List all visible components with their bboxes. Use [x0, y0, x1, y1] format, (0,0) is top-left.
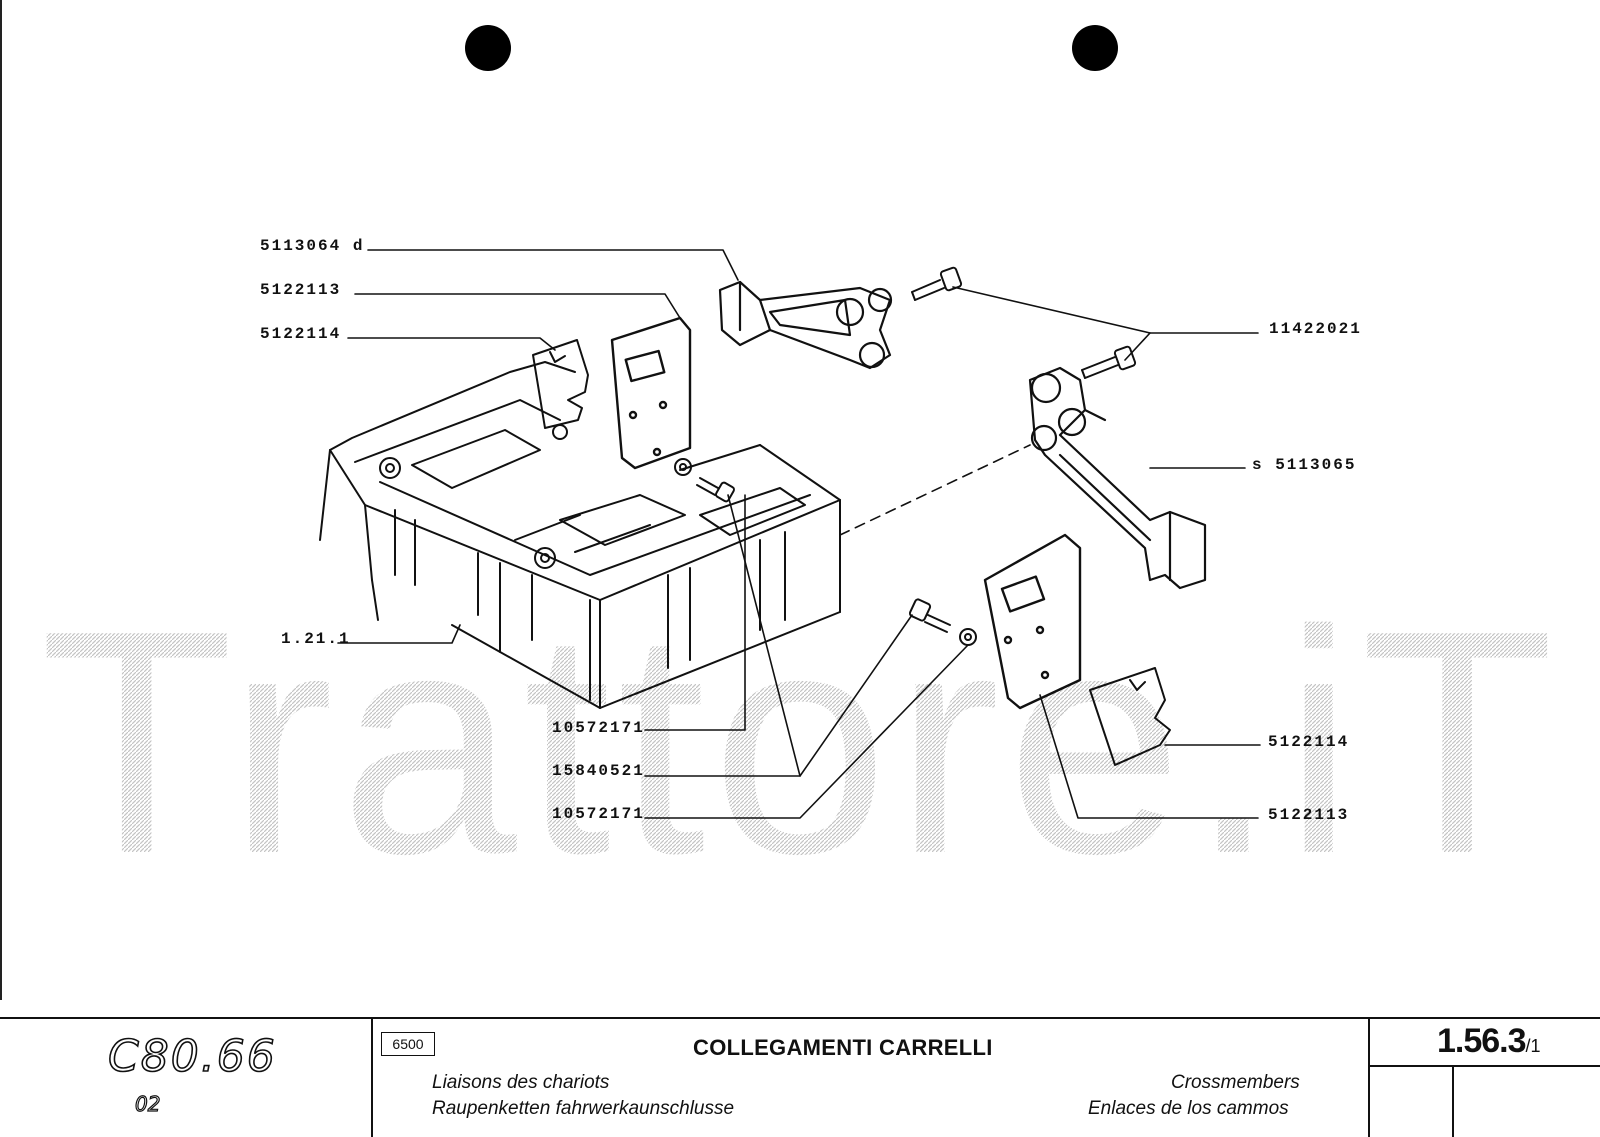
subtitle-fr: Liaisons des chariots — [432, 1072, 610, 1093]
page-ref-sub: /1 — [1525, 1036, 1541, 1056]
bolt-left — [696, 477, 735, 503]
plate-left — [610, 316, 692, 470]
bolt-upper — [911, 266, 963, 301]
bracket-left — [718, 280, 893, 370]
washer-left — [674, 458, 692, 476]
left-margin-rule — [0, 0, 2, 1000]
page-reference: 1.56.3/1 — [1437, 1022, 1541, 1061]
page-ref-box-divider — [1452, 1066, 1454, 1137]
subtitle-de: Raupenketten fahrwerkaunschlusse — [432, 1098, 735, 1119]
bracket-right — [1028, 366, 1207, 590]
footer-top-rule — [0, 1017, 1600, 1019]
callout-bracket-left: 5113064 d — [260, 237, 365, 255]
washer-right — [959, 628, 977, 646]
subtitle-es: Enlaces de los cammos — [1088, 1098, 1289, 1119]
footer-divider-2 — [1368, 1018, 1370, 1137]
bolt-middle — [1081, 345, 1137, 379]
callout-bolts: 11422021 — [1269, 320, 1362, 338]
callout-plate-left: 5122113 — [260, 281, 342, 299]
plate-right — [983, 533, 1082, 710]
callout-plate-right: 5122113 — [1268, 806, 1350, 824]
assembly-line — [839, 444, 1031, 536]
callout-bracket-right: s 5113065 — [1252, 456, 1357, 474]
bolt-lower — [908, 598, 951, 633]
callout-frame: 1.21.1 — [281, 630, 351, 648]
binder-hole-right — [1072, 25, 1118, 71]
shim-plate-right — [1089, 667, 1171, 766]
callout-shim-right: 5122114 — [1268, 733, 1350, 751]
footer-divider-1 — [371, 1018, 373, 1137]
callout-shim-left: 5122114 — [260, 325, 342, 343]
group-code: 6500 — [381, 1032, 435, 1056]
model-version: 02 — [134, 1091, 161, 1116]
callout-washer-upper: 10572171 — [552, 719, 645, 737]
shim-plate-left — [532, 339, 589, 429]
page-ref-number: 1.56.3 — [1437, 1022, 1527, 1060]
model-logo: C80.66 — [107, 1031, 277, 1082]
callout-washer-lower: 10572171 — [552, 805, 645, 823]
binder-hole-left — [465, 25, 511, 71]
callout-bolt: 15840521 — [552, 762, 645, 780]
frame-assembly — [319, 361, 841, 709]
page-ref-box-rule — [1369, 1065, 1600, 1067]
watermark-text: Trattore.iT — [40, 565, 1561, 920]
subtitle-en: Crossmembers — [1171, 1072, 1300, 1093]
page-title: COLLEGAMENTI CARRELLI — [693, 1035, 993, 1060]
leader-lines — [337, 249, 1261, 819]
